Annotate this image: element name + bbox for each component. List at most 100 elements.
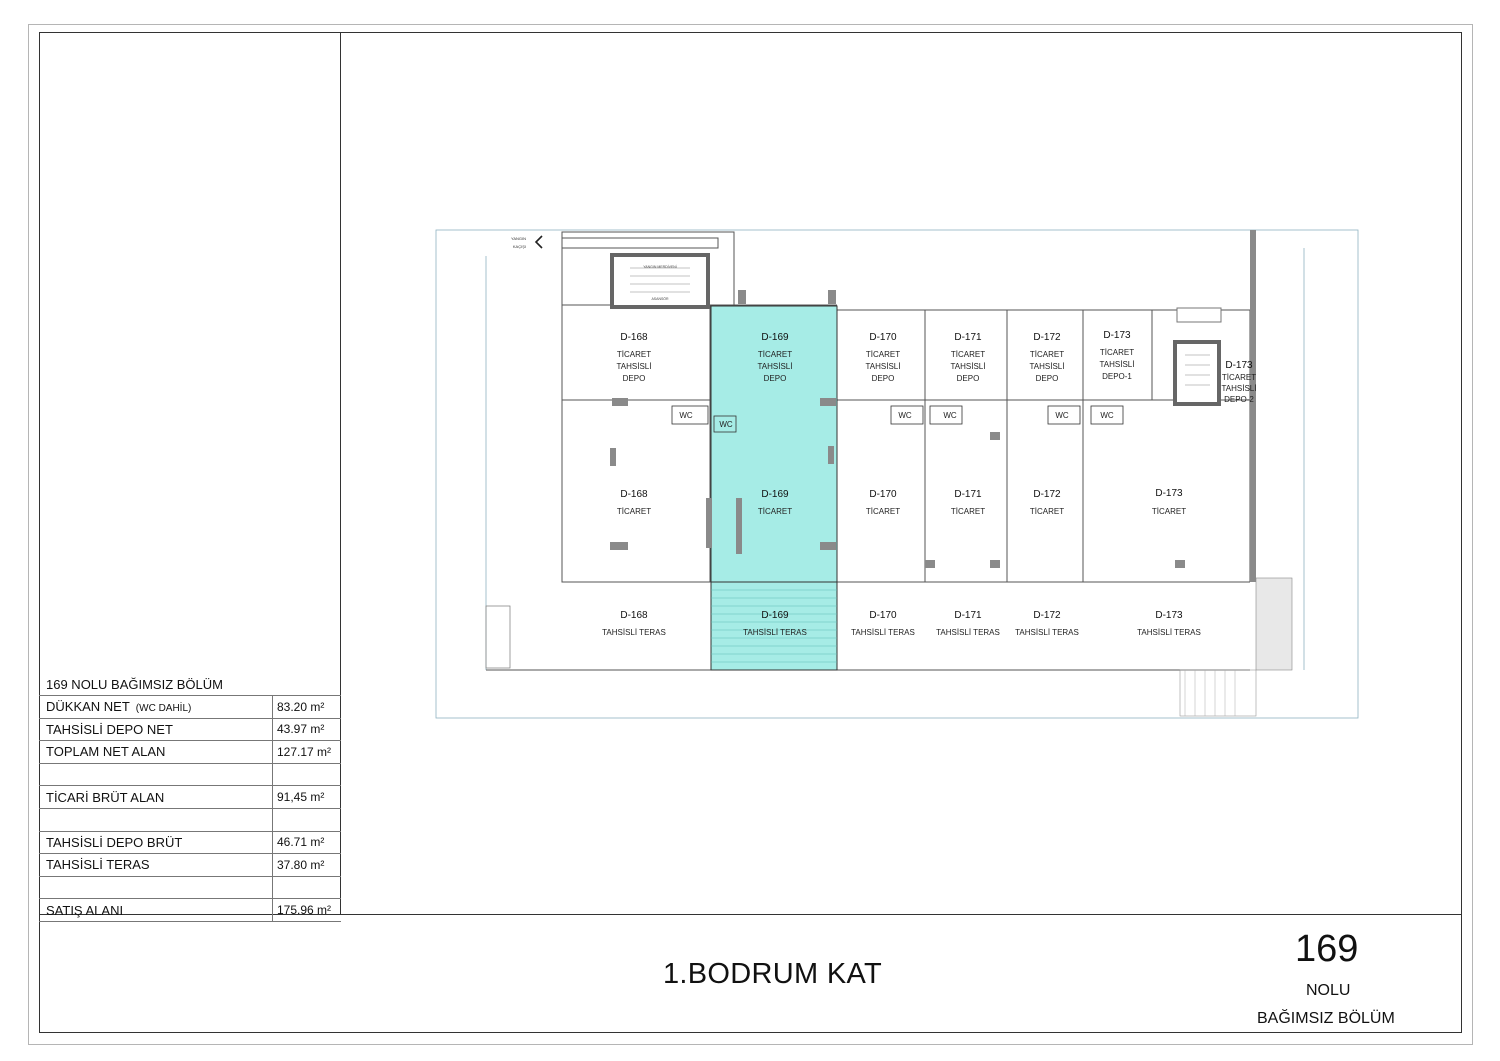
depo-id: D-173: [1103, 330, 1131, 341]
shop-id: D-173: [1155, 488, 1183, 499]
elevator-shaft: [1176, 307, 1222, 323]
title-block-divider: [39, 914, 1462, 915]
terrace-id: D-169: [761, 610, 789, 621]
terrace-label: TAHSİSLİ TERAS: [936, 628, 1000, 637]
area-table-row: [39, 875, 341, 899]
outer-frame: [28, 24, 1473, 1045]
depo-line: TİCARET: [617, 350, 651, 359]
shop-label: TİCARET: [866, 507, 900, 516]
area-value: 46.71 m²: [272, 830, 341, 854]
stair-core-left: [610, 253, 710, 309]
unit-169-highlight: [710, 305, 838, 671]
area-value: [272, 762, 341, 786]
area-label: TAHSİSLİ TERAS: [46, 857, 150, 873]
depo-line: TAHSİSLİ: [617, 362, 652, 371]
area-value: 43.97 m²: [272, 717, 341, 741]
depo-line: TAHSİSLİ: [866, 362, 901, 371]
drawing-frame: [39, 32, 1462, 1033]
shop-id: D-169: [761, 489, 789, 500]
area-value: 83.20 m²: [272, 695, 341, 719]
exit-label-2: KAÇIŞI: [513, 244, 526, 249]
stair-core-right: [1173, 340, 1221, 406]
wc-label: WC: [679, 411, 693, 420]
depo-line: TİCARET: [1100, 348, 1134, 357]
area-table-row: TAHSİSLİ TERAS 37.80 m²: [39, 853, 341, 877]
depo-line: TAHSİSLİ: [1100, 360, 1135, 369]
depo-line: DEPO: [872, 374, 895, 383]
area-label: DÜKKAN NET: [46, 699, 130, 715]
area-label-cell: TAHSİSLİ DEPO NET: [39, 717, 273, 741]
depo-line: DEPO: [623, 374, 646, 383]
terrace-label: TAHSİSLİ TERAS: [602, 628, 666, 637]
unit-nolu-label: NOLU: [1306, 982, 1351, 999]
area-label: TOPLAM NET ALAN: [46, 744, 166, 760]
area-value: [272, 807, 341, 832]
exit-arrow-icon: [534, 235, 543, 249]
area-table-row: [39, 807, 341, 832]
depo-line: DEPO-2: [1224, 395, 1254, 404]
unit-number: 169: [1295, 928, 1359, 970]
area-table-row: TİCARİ BRÜT ALAN 91,45 m²: [39, 785, 341, 809]
area-label-cell: TAHSİSLİ DEPO BRÜT: [39, 830, 273, 854]
depo-line: TAHSİSLİ: [1030, 362, 1065, 371]
shop-label: TİCARET: [758, 507, 792, 516]
terrace-label: TAHSİSLİ TERAS: [851, 628, 915, 637]
depo-id: D-169: [761, 332, 789, 343]
area-label: TAHSİSLİ DEPO BRÜT: [46, 834, 183, 850]
area-table-row: TAHSİSLİ DEPO NET 43.97 m²: [39, 717, 341, 741]
area-label-cell: SATIŞ ALANI: [39, 898, 273, 922]
area-table-row: TAHSİSLİ DEPO BRÜT 46.71 m²: [39, 830, 341, 854]
depo-line: TİCARET: [1222, 373, 1256, 382]
depo-line: DEPO-1: [1102, 372, 1132, 381]
area-label-cell: TİCARİ BRÜT ALAN: [39, 785, 273, 809]
area-label-cell: [39, 875, 273, 899]
depo-line: TAHSİSLİ: [1222, 384, 1257, 393]
terrace-label: TAHSİSLİ TERAS: [1015, 628, 1079, 637]
light-well: [485, 605, 511, 669]
depo-line: TAHSİSLİ: [758, 362, 793, 371]
depo-line: DEPO: [764, 374, 787, 383]
area-label: TİCARİ BRÜT ALAN: [46, 789, 165, 805]
wc-label: WC: [719, 420, 733, 429]
wc-label: WC: [943, 411, 957, 420]
depo-id: D-171: [954, 332, 982, 343]
area-label-cell: [39, 762, 273, 786]
area-table-title: 169 NOLU BAĞIMSIZ BÖLÜM: [46, 677, 223, 692]
shop-label: TİCARET: [1030, 507, 1064, 516]
area-value: 127.17 m²: [272, 740, 341, 764]
depo-line: TİCARET: [1030, 350, 1064, 359]
terrace-id: D-170: [869, 610, 897, 621]
area-value: 175.96 m²: [272, 898, 341, 922]
terrace-id: D-172: [1033, 610, 1061, 621]
stair-label-1: YANGIN MERDİVENİ: [643, 264, 677, 269]
shop-label: TİCARET: [617, 507, 651, 516]
terrace-label: TAHSİSLİ TERAS: [1137, 628, 1201, 637]
area-value: [272, 875, 341, 899]
area-table-row: [39, 762, 341, 786]
ramp-hatch: [1255, 577, 1293, 671]
area-table-row: DÜKKAN NET (WC DAHİL) 83.20 m²: [39, 695, 341, 719]
site-boundary: [435, 229, 1359, 719]
depo-id: D-168: [620, 332, 648, 343]
depo-line: DEPO: [1036, 374, 1059, 383]
shop-id: D-172: [1033, 489, 1061, 500]
area-label: TAHSİSLİ DEPO NET: [46, 721, 173, 737]
wc-label: WC: [1055, 411, 1069, 420]
floor-plan: YANGIN KAÇIŞI YANGIN MERDİVENİ ASANSÖR W…: [435, 229, 1359, 719]
unit-subtitle: BAĞIMSIZ BÖLÜM: [1257, 1010, 1395, 1027]
area-label-cell: [39, 807, 273, 832]
shop-label: TİCARET: [951, 507, 985, 516]
floor-title: 1.BODRUM KAT: [663, 958, 882, 990]
area-label-cell: TOPLAM NET ALAN: [39, 740, 273, 764]
area-value: 91,45 m²: [272, 785, 341, 809]
shop-id: D-171: [954, 489, 982, 500]
area-note: (WC DAHİL): [135, 703, 192, 715]
area-label-cell: TAHSİSLİ TERAS: [39, 853, 273, 877]
depo-line: TİCARET: [758, 350, 792, 359]
shop-id: D-168: [620, 489, 648, 500]
depo-line: TİCARET: [951, 350, 985, 359]
terrace-id: D-173: [1155, 610, 1183, 621]
area-value: 37.80 m²: [272, 853, 341, 877]
terrace-id: D-171: [954, 610, 982, 621]
